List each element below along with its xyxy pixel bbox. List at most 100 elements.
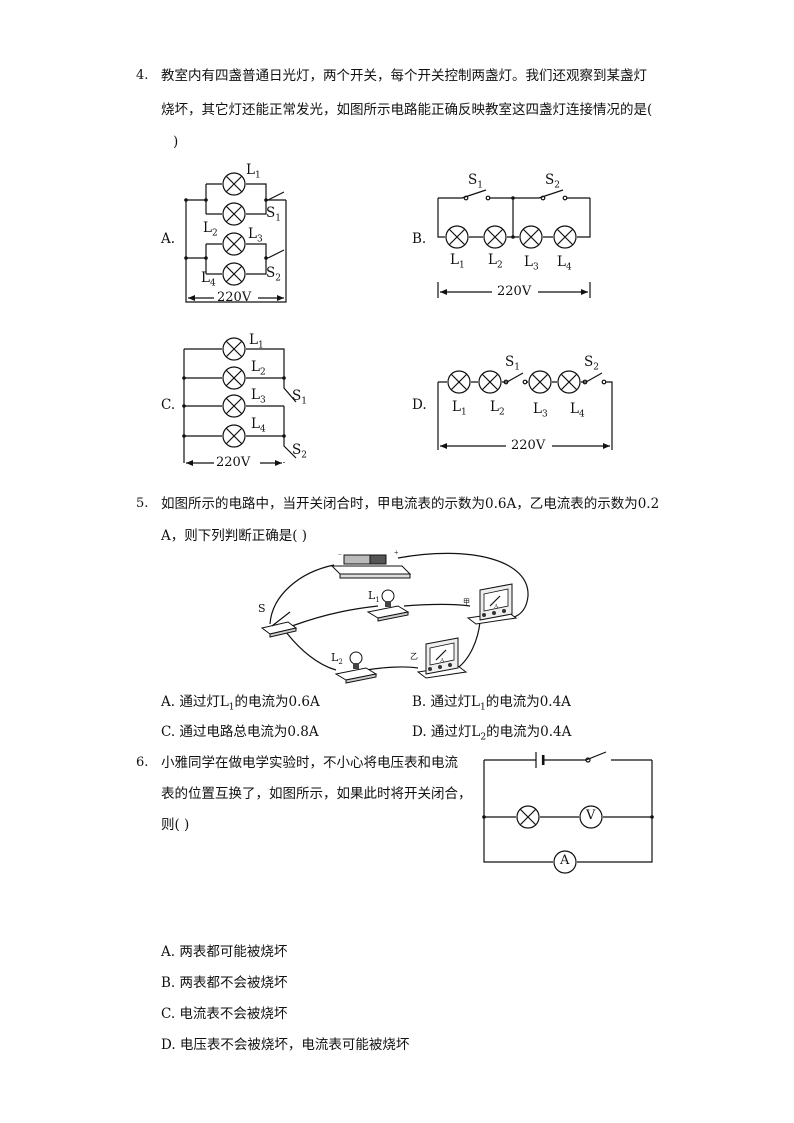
- voltage-label: 220V: [217, 290, 252, 305]
- q4-text-line1: 教室内有四盏普通日光灯，两个开关，每个开关控制两盏灯。我们还观察到某盏灯: [161, 68, 647, 84]
- lamp-icon: [222, 262, 246, 286]
- switch-label: S: [258, 602, 266, 615]
- lamp-icon: [445, 225, 469, 249]
- lamp-label-l3: L: [251, 387, 260, 403]
- q4-text-line3: ): [173, 134, 179, 150]
- svg-text:−: −: [338, 551, 342, 559]
- lamp-subscript: 1: [458, 260, 465, 271]
- switch-subscript: 1: [275, 213, 281, 224]
- lamp-subscript: 2: [211, 228, 218, 239]
- q5-option-c: C. 通过电路总电流为0.8A: [161, 724, 319, 740]
- lamp-subscript: 2: [496, 260, 503, 271]
- voltage-label: 220V: [497, 284, 532, 299]
- voltmeter-label: V: [586, 808, 596, 823]
- lamp-subscript: 3: [256, 234, 263, 245]
- lamp-label-l1: L: [368, 589, 376, 602]
- q6-text-line1: 小雅同学在做电学实验时，不小心将电压表和电流: [161, 755, 458, 771]
- q6-text-line3: 则( ): [161, 817, 190, 833]
- lamp-label-l3: L: [533, 401, 542, 417]
- lamp-subscript: 3: [541, 409, 548, 420]
- switch-subscript: 1: [514, 362, 520, 373]
- lamp-subscript: 3: [259, 395, 266, 406]
- ammeter-label: A: [560, 853, 570, 868]
- lamp-subscript: 3: [532, 262, 539, 273]
- q6-option-b: B. 两表都不会被烧坏: [161, 975, 288, 991]
- bulb-icon: [334, 651, 378, 684]
- lamp-subscript: 2: [498, 407, 505, 418]
- lamp-icon: [553, 225, 577, 249]
- switch-label-s1: S: [266, 205, 276, 221]
- lamp-label-l2: L: [203, 220, 212, 236]
- q5-option-b: B. 通过灯L1的电流为0.4A: [412, 690, 571, 713]
- switch-subscript: 1: [301, 396, 307, 407]
- lamp-label-l2: L: [331, 651, 339, 664]
- lamp-label-l3: L: [524, 254, 533, 270]
- q5-number: 5.: [136, 496, 149, 511]
- lamp-label-l3: L: [248, 226, 257, 242]
- lamp-subscript: 2: [259, 367, 266, 378]
- ammeter-icon: A: [416, 637, 468, 679]
- switch-label-s2: S: [292, 442, 302, 458]
- lamp-icon: [222, 172, 246, 196]
- lamp-subscript: 1: [375, 596, 380, 605]
- lamp-label-l2: L: [251, 359, 260, 375]
- lamp-icon: [222, 232, 246, 256]
- q6-option-a: A. 两表都可能被烧坏: [161, 944, 288, 960]
- lamp-label-l1: L: [452, 399, 461, 415]
- q4-option-d-label: D.: [412, 397, 427, 413]
- q5-text-line1: 如图所示的电路中，当开关闭合时，甲电流表的示数为0.6A，乙电流表的示数为0.2: [161, 496, 660, 512]
- q5-option-d: D. 通过灯L2的电流为0.4A: [412, 720, 571, 743]
- lamp-icon: [447, 370, 471, 394]
- switch-label-s1: S: [292, 388, 302, 404]
- lamp-icon: [222, 202, 246, 226]
- option-text: D. 通过灯L: [412, 724, 481, 740]
- lamp-label-l2: L: [488, 252, 497, 268]
- lamp-subscript: 1: [257, 340, 264, 351]
- svg-text:A: A: [494, 604, 499, 610]
- option-text: 的电流为0.4A: [486, 724, 572, 740]
- ammeter-label-jia: 甲: [463, 598, 470, 606]
- switch-subscript: 2: [275, 273, 281, 284]
- ammeter-icon: [553, 850, 577, 874]
- lamp-label-l4: L: [557, 254, 566, 270]
- lamp-subscript: 1: [254, 170, 261, 181]
- option-subscript: 1: [479, 702, 486, 713]
- lamp-icon: [222, 337, 246, 361]
- lamp-icon: [516, 805, 540, 829]
- bulb-icon: [366, 589, 410, 622]
- q5-option-a: A. 通过灯L1的电流为0.6A: [161, 690, 320, 713]
- option-subscript: 2: [480, 732, 487, 743]
- switch-label-s2: S: [266, 265, 276, 281]
- voltage-label: 220V: [511, 438, 546, 453]
- switch-subscript: 2: [554, 180, 560, 191]
- voltmeter-icon: [579, 805, 603, 829]
- option-text: B. 通过灯L: [412, 694, 480, 710]
- q4-text-line2: 烧坏，其它灯还能正常发光，如图所示电路能正确反映教室这四盏灯连接情况的是(: [161, 102, 653, 118]
- option-text: 的电流为0.6A: [234, 694, 320, 710]
- switch-icon: [260, 611, 298, 638]
- svg-text:+: +: [394, 548, 399, 557]
- ammeter-label-yi: 乙: [410, 652, 418, 661]
- option-text: 的电流为0.4A: [485, 694, 571, 710]
- switch-subscript: 1: [477, 180, 483, 191]
- lamp-label-l1: L: [246, 162, 255, 178]
- q4-option-b-label: B.: [412, 231, 427, 247]
- q6-number: 6.: [136, 755, 149, 770]
- switch-label-s2: S: [545, 172, 555, 188]
- switch-label-s1: S: [505, 354, 515, 370]
- battery-icon: −+: [330, 548, 412, 579]
- lamp-icon: [557, 370, 581, 394]
- q6-option-d: D. 电压表不会被烧坏，电流表可能被烧坏: [161, 1037, 410, 1053]
- q6-option-c: C. 电流表不会被烧坏: [161, 1006, 288, 1022]
- lamp-subscript: 4: [578, 409, 585, 420]
- option-subscript: 1: [228, 702, 235, 713]
- lamp-icon: [519, 225, 543, 249]
- switch-label-s2: S: [584, 354, 594, 370]
- switch-subscript: 2: [593, 362, 599, 373]
- switch-subscript: 2: [301, 450, 307, 461]
- lamp-label-l1: L: [450, 252, 459, 268]
